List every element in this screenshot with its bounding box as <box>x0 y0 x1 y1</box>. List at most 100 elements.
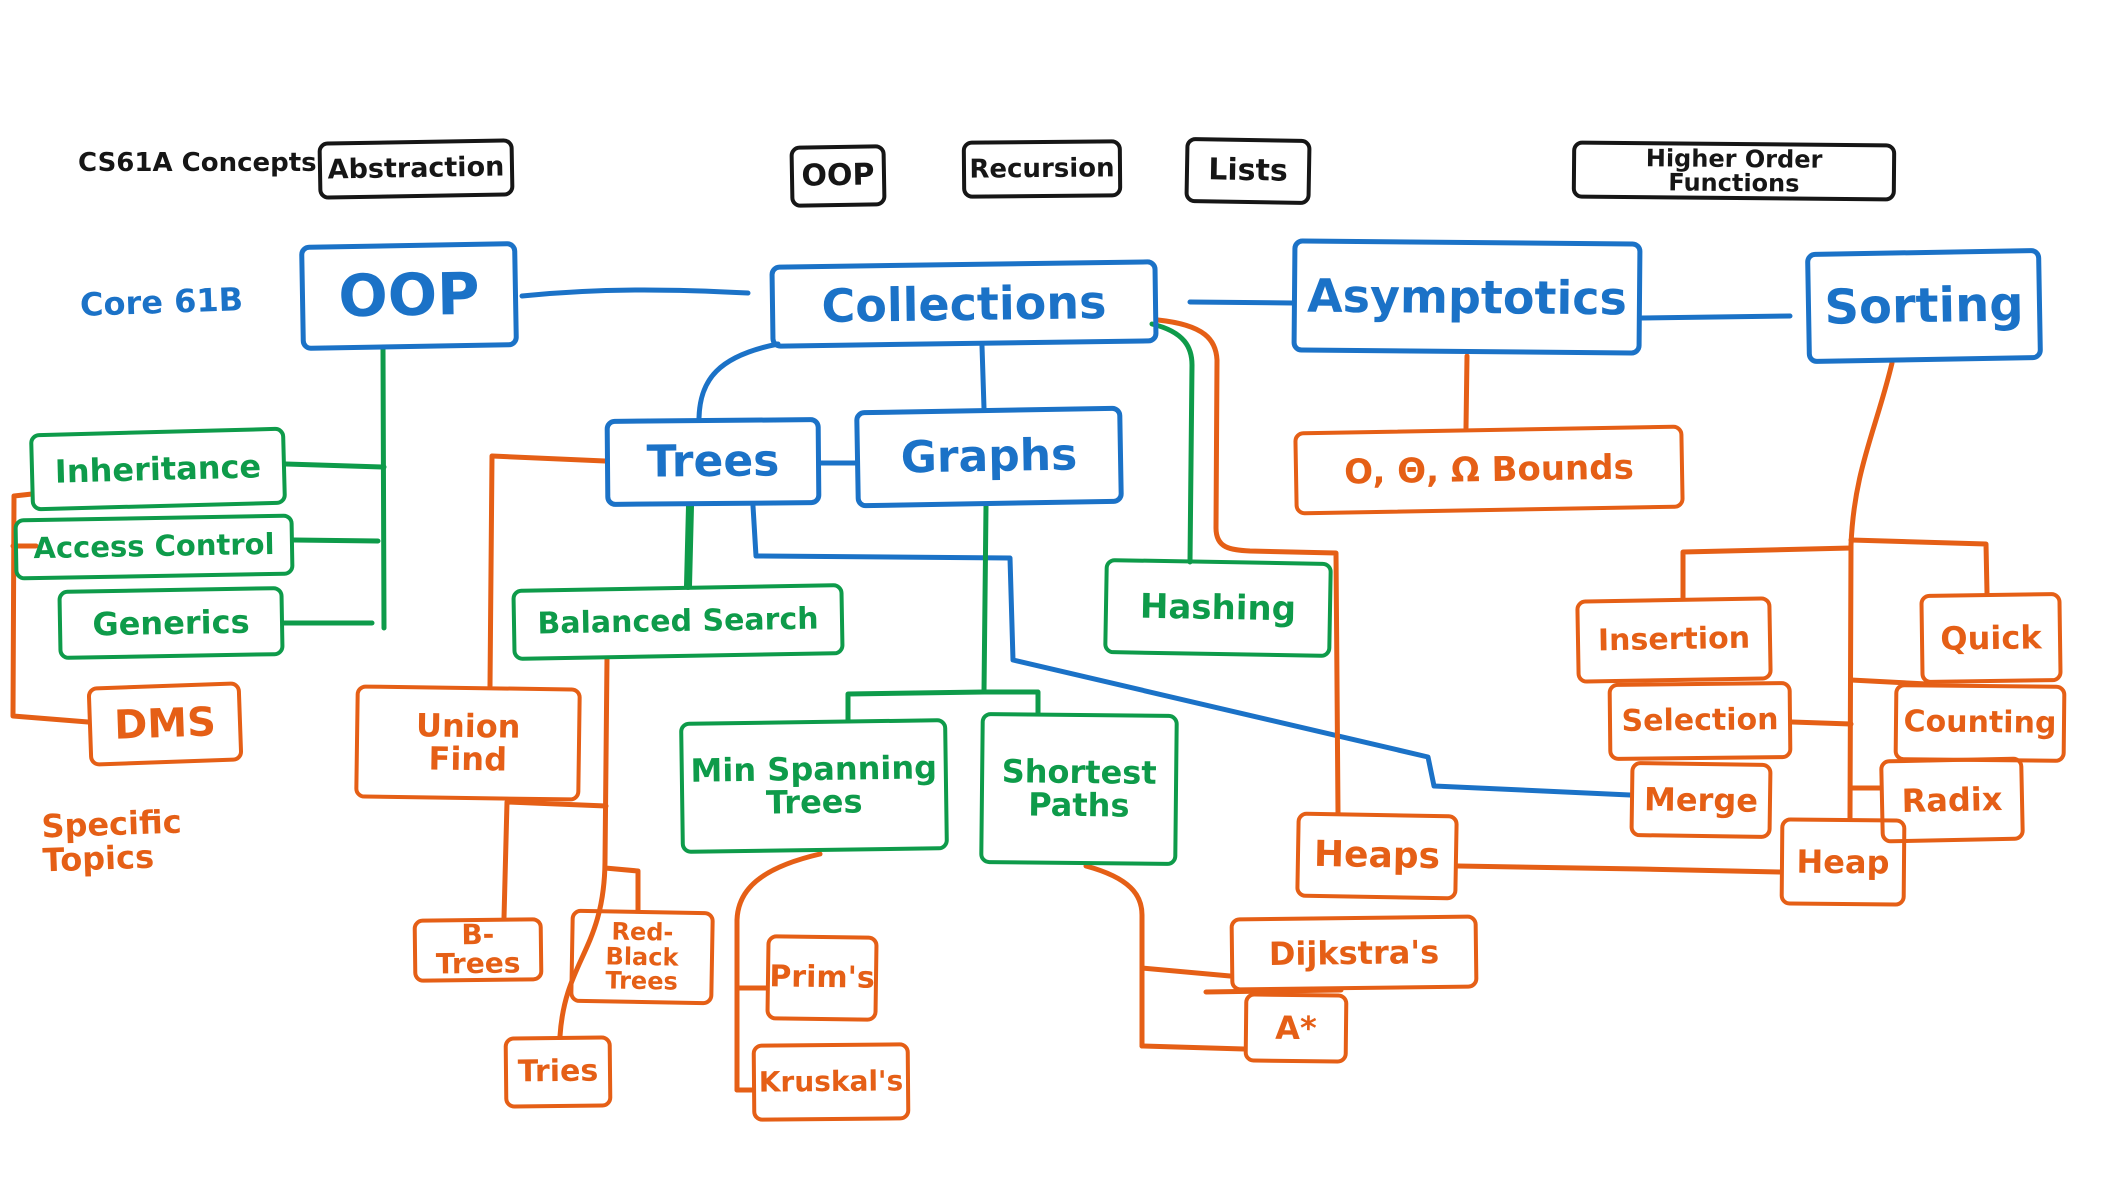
node-access-control: Access Control <box>13 513 295 581</box>
edge-to-access-control <box>291 537 381 544</box>
node-label: Radix <box>1901 779 2003 820</box>
edge-collections-to-hashing <box>1149 321 1195 565</box>
node-heaps: Heaps <box>1295 811 1459 901</box>
node-o-theta-omega-bounds: O, Θ, Ω Bounds <box>1293 424 1685 516</box>
node-label: Access Control <box>33 527 275 566</box>
node-label: Trees <box>646 434 780 488</box>
edge-trees-to-union-find <box>487 453 608 689</box>
node-oop-61a: OOP <box>789 144 887 208</box>
node-label: Graphs <box>900 429 1078 484</box>
node-label: Red-Black Trees <box>605 917 679 996</box>
edge-dijkstras-underline <box>1203 987 1344 995</box>
node-label: B-Trees <box>435 918 521 981</box>
node-label: Hashing <box>1139 586 1297 630</box>
edge-to-dijkstras <box>1139 965 1233 979</box>
node-label: Sorting <box>1823 275 2025 336</box>
node-label: O, Θ, Ω Bounds <box>1343 447 1635 493</box>
edge-trees-to-balanced-search <box>684 502 694 590</box>
edge-to-selection <box>1789 719 1854 727</box>
node-label: OOP <box>801 157 875 194</box>
node-label: Dijkstra's <box>1268 932 1440 973</box>
edge-mst-down <box>734 851 823 1093</box>
node-collections: Collections <box>769 259 1159 349</box>
node-kruskals: Kruskal's <box>751 1042 911 1122</box>
edge-to-min-spanning-trees <box>845 689 987 723</box>
node-label: Union Find <box>415 706 521 779</box>
node-prims: Prim's <box>765 934 879 1022</box>
node-label: Asymptotics <box>1306 268 1628 325</box>
node-generics: Generics <box>57 586 285 660</box>
node-recursion: Recursion <box>961 139 1123 199</box>
node-union-find: Union Find <box>354 684 582 802</box>
edge-asymptotics-to-collections <box>1187 299 1295 306</box>
node-label: Merge <box>1643 779 1759 820</box>
node-counting-sort: Counting <box>1893 683 2067 763</box>
node-hashing: Hashing <box>1103 558 1333 658</box>
edge-trees-to-merge <box>750 503 1633 798</box>
edge-sorting-down <box>1847 360 1895 821</box>
node-trees: Trees <box>604 417 822 507</box>
node-label: Shortest Paths <box>1001 752 1157 825</box>
edge-oop-to-left-column <box>380 346 387 631</box>
node-label: Inheritance <box>54 446 262 491</box>
edge-left-column-to-dms <box>10 491 91 725</box>
node-label: Heap <box>1796 842 1890 882</box>
edge-oop-to-collections <box>519 287 751 299</box>
node-balanced-search: Balanced Search <box>511 583 845 661</box>
node-label: Lists <box>1207 152 1289 189</box>
edge-graphs-down <box>981 503 989 695</box>
node-lists: Lists <box>1184 136 1312 206</box>
edge-balanced-search-down <box>557 655 610 1039</box>
edge-asymptotics-to-bounds <box>1463 353 1470 431</box>
node-label: OOP <box>337 260 481 331</box>
row-label-specific-topics: Specific Topics <box>40 802 183 880</box>
edge-to-a-star <box>1139 1043 1247 1052</box>
edge-to-shortest-paths <box>981 689 1041 716</box>
node-label: Abstraction <box>327 151 505 186</box>
node-dms: DMS <box>86 681 244 767</box>
node-abstraction: Abstraction <box>317 138 515 200</box>
row-label-cs61a-concepts: CS61A Concepts <box>78 148 317 178</box>
node-quick-sort: Quick <box>1919 592 2063 684</box>
node-label: Quick <box>1940 617 2042 658</box>
row-label-core-61b: Core 61B <box>79 280 244 324</box>
node-label: Heaps <box>1313 833 1441 877</box>
node-label: A* <box>1275 1008 1317 1047</box>
node-dijkstras: Dijkstra's <box>1229 914 1479 992</box>
edge-collections-to-heaps <box>1155 317 1341 816</box>
node-merge-sort: Merge <box>1629 761 1773 839</box>
node-asymptotics: Asymptotics <box>1291 238 1643 356</box>
node-label: Counting <box>1903 703 2057 741</box>
node-label: Balanced Search <box>537 601 819 642</box>
node-shortest-paths: Shortest Paths <box>979 711 1179 867</box>
edge-to-counting <box>1848 677 1930 687</box>
edge-to-b-trees <box>501 799 609 921</box>
node-inheritance: Inheritance <box>29 426 287 512</box>
edge-heaps-to-heap <box>1455 863 1783 875</box>
edge-asymptotics-to-sorting <box>1639 313 1793 321</box>
edge-shortest-paths-down <box>1083 863 1145 1049</box>
node-selection-sort: Selection <box>1607 681 1793 761</box>
node-label: Generics <box>92 602 250 644</box>
edge-collections-to-trees <box>696 341 781 421</box>
node-label: Higher Order Functions <box>1645 143 1823 198</box>
node-red-black-trees: Red-Black Trees <box>569 908 715 1006</box>
node-b-trees: B-Trees <box>412 917 544 983</box>
node-heap-sort: Heap <box>1779 817 1907 907</box>
node-label: DMS <box>113 698 217 749</box>
node-label: Kruskal's <box>758 1064 904 1099</box>
node-oop-core: OOP <box>299 241 519 351</box>
node-label: Selection <box>1621 701 1779 739</box>
node-tries: Tries <box>503 1035 613 1109</box>
edge-to-red-black-trees <box>602 865 641 913</box>
node-label: Tries <box>517 1053 599 1090</box>
node-sorting: Sorting <box>1805 247 2043 365</box>
edge-to-quick <box>1848 537 1990 596</box>
node-insertion-sort: Insertion <box>1575 596 1773 684</box>
edge-to-inheritance <box>283 461 387 470</box>
node-label: Min Spanning Trees <box>690 748 938 822</box>
edge-collections-to-graphs <box>979 343 987 411</box>
node-label: Prim's <box>769 958 875 996</box>
